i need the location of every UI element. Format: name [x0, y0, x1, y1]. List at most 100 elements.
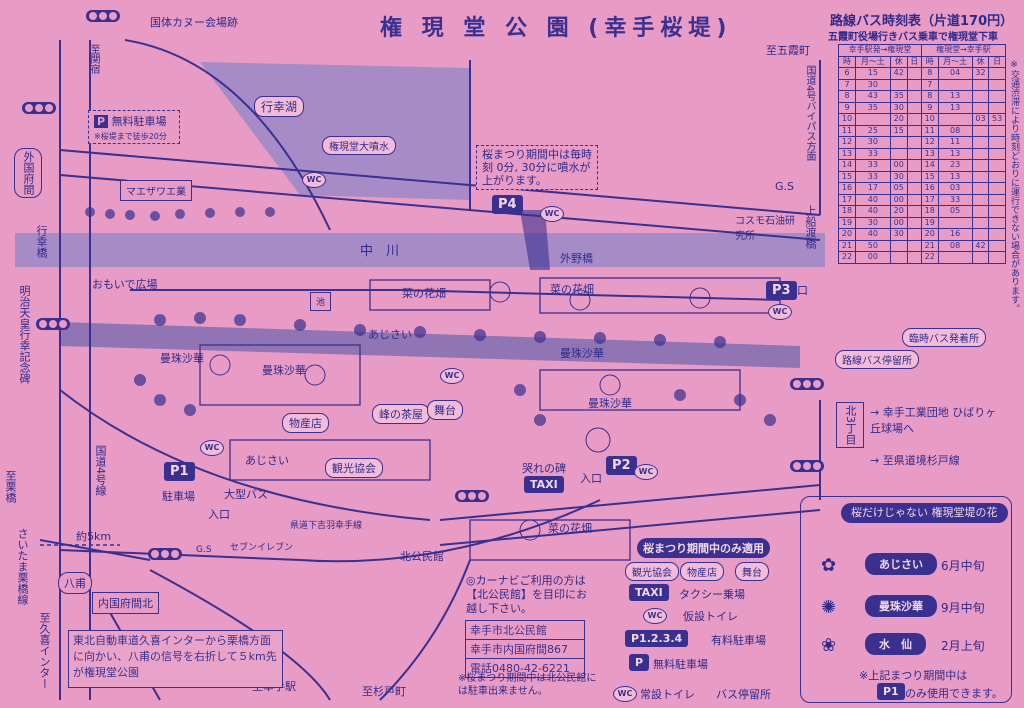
timetable-cell: 10 — [838, 113, 856, 126]
place-satte-ind: → 幸手工業団地 ひばりヶ丘球場へ — [870, 406, 997, 435]
legend-title: 桜まつり期間中のみ適用 — [637, 538, 770, 558]
timetable-cell — [906, 159, 922, 172]
place-gyokobashi: 行幸橋 — [35, 225, 48, 258]
kuki-directions: 東北自動車道久喜インターから栗橋方面に向かい、八甫の信号を右折して５km先が権現… — [68, 630, 283, 688]
place-waterfall: 権現堂大噴水 — [322, 136, 396, 155]
timetable-cell: 9 — [920, 101, 939, 114]
timetable-cell: 8 — [920, 67, 939, 80]
timetable-cell: 11 — [920, 124, 939, 137]
place-kokudo4by: 国道4号バイパス方面 — [804, 65, 815, 162]
place-kokudo4: 国道4号線 — [94, 445, 107, 496]
timetable-cell — [971, 78, 990, 91]
timetable-cell: 30 — [889, 228, 908, 241]
parking-icon: P — [629, 654, 650, 671]
place-uchikokufu: 内国府間北 — [92, 592, 159, 614]
timetable-cell: 40 — [854, 193, 891, 206]
timetable-col: 日 — [988, 55, 1006, 68]
timetable-cell: 20 — [920, 228, 939, 241]
place-km5: 約5km — [76, 530, 112, 543]
timetable-cell: 11 — [838, 124, 856, 137]
parking-p1: P1 — [164, 462, 195, 481]
place-hachimaki: 八甫 — [58, 572, 92, 594]
timetable-cell: 33 — [854, 147, 891, 160]
timetable-cell: 15 — [838, 170, 856, 183]
timetable-cell — [988, 182, 1006, 195]
place-manju4: 曼珠沙華 — [560, 347, 604, 360]
timetable-cell — [988, 193, 1006, 206]
timetable-cell: 42 — [971, 239, 990, 252]
timetable-cell — [971, 193, 990, 206]
timetable-cell: 19 — [838, 216, 856, 229]
timetable-cell: 33 — [937, 193, 973, 206]
flower-month: 6月中旬 — [941, 559, 985, 573]
timetable-cell: 13 — [937, 90, 973, 103]
parking-p2: P2 — [606, 456, 637, 475]
timetable-cell — [937, 113, 973, 126]
timetable-cell — [906, 216, 922, 229]
timetable-cell: 30 — [854, 216, 891, 229]
traffic-signal-icon — [36, 318, 70, 330]
timetable-cell: 14 — [920, 159, 939, 172]
timetable-col: 時 — [838, 55, 856, 68]
place-sugito: → 至県道境杉戸線 — [870, 454, 960, 467]
timetable-cell — [971, 90, 990, 103]
timetable-cell — [906, 239, 922, 252]
narcissus-icon: ❀ — [821, 635, 837, 656]
timetable-cell: 05 — [937, 205, 973, 218]
timetable-cell: 25 — [854, 124, 891, 137]
flower-head: 桜だけじゃない 権現堂堤の花 — [841, 503, 1008, 523]
place-rosen: 路線バス停留所 — [835, 350, 919, 369]
place-seven: セブンイレブン — [230, 543, 294, 553]
place-kenroad: 県道下吉羽幸手線 — [290, 521, 363, 531]
flower-month: 9月中旬 — [941, 601, 985, 615]
timetable-cell — [906, 182, 922, 195]
timetable-cell — [988, 101, 1006, 114]
timetable-col: 月〜土 — [937, 55, 973, 68]
timetable-cell — [988, 67, 1006, 80]
timetable-cell — [889, 147, 908, 160]
timetable-cell — [971, 205, 990, 218]
flower-box: 桜だけじゃない 権現堂堤の花 あじさい 6月中旬 曼珠沙華 9月中旬 水 仙 2… — [800, 496, 1012, 703]
timetable-cell: 16 — [937, 228, 973, 241]
timetable-col: 日 — [906, 55, 922, 68]
timetable-cell: 18 — [920, 205, 939, 218]
timetable-cell: 53 — [988, 113, 1006, 126]
timetable-cell: 08 — [937, 124, 973, 137]
place-cosmo: コスモ石油研究所 — [735, 216, 795, 242]
civic-name: 幸手市北公民館 — [466, 621, 584, 640]
taxi-stand: TAXI — [524, 476, 564, 493]
toilet-icon: WC — [440, 368, 464, 384]
timetable-cell — [906, 170, 922, 183]
timetable-cell: 13 — [920, 147, 939, 160]
timetable-cell: 7 — [838, 78, 856, 91]
timetable-cell: 23 — [937, 159, 973, 172]
legend-free-label: 無料駐車場 — [653, 658, 708, 671]
civic-parking-note: ※桜まつり期間中は北公民館には駐車出来ません。 — [458, 673, 597, 697]
place-rinji: 臨時バス発着所 — [902, 328, 986, 347]
timetable-cell: 50 — [854, 239, 891, 252]
timetable-cell — [906, 113, 922, 126]
place-to-sugito: 至杉戸町 — [362, 685, 406, 698]
timetable-cell: 32 — [971, 67, 990, 80]
timetable-cell: 00 — [854, 251, 891, 264]
place-p1label: 駐車場 — [162, 490, 195, 503]
timetable-cell: 17 — [838, 193, 856, 206]
free-parking-box: P 無料駐車場 ※桜堤まで徒歩20分 — [88, 110, 180, 144]
timetable-cell: 12 — [838, 136, 856, 149]
traffic-signal-icon — [22, 102, 56, 114]
legend-item: 物産店 — [680, 562, 724, 581]
timetable-cell: 18 — [838, 205, 856, 218]
timetable-cell: 13 — [838, 147, 856, 160]
timetable-cell: 35 — [854, 101, 891, 114]
